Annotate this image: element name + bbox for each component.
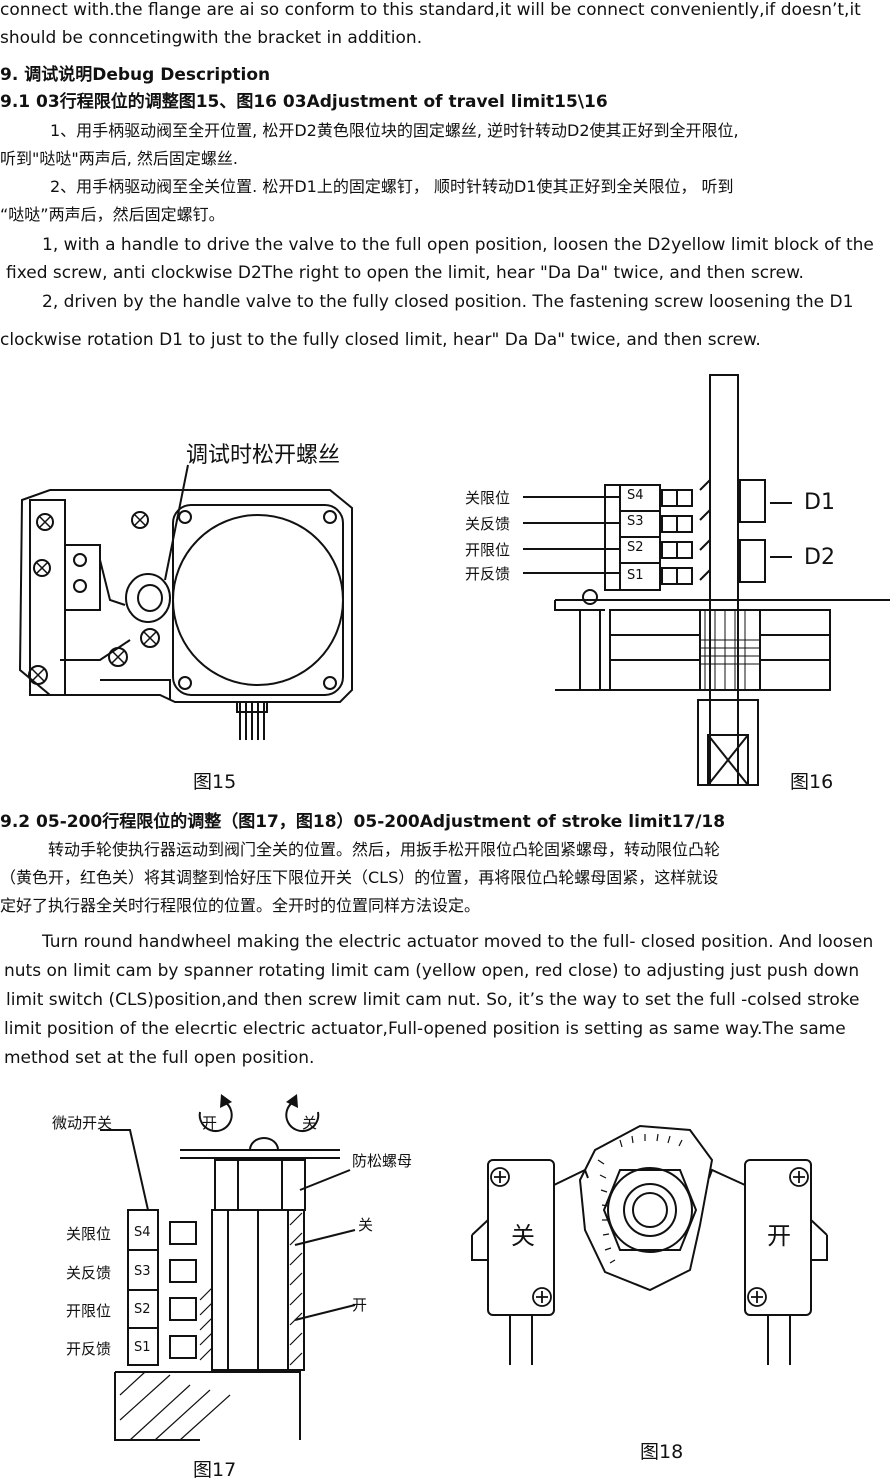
para-zh1-line2: 听到"哒哒"两声后, 然后固定螺丝. — [0, 149, 238, 168]
fig17-switch-s2: S2 — [134, 1302, 151, 1317]
para-en3-line3: limit switch (CLS)position,and then scre… — [6, 990, 860, 1010]
para-en3-line4: limit position of the elecrtic electric … — [4, 1019, 846, 1039]
para-zh3-line2: （黄色开，红色关）将其调整到恰好压下限位开关（CLS）的位置，再将限位凸轮螺母固… — [0, 868, 719, 887]
fig18-label-close-switch: 关 — [511, 1222, 535, 1250]
heading-9: 9. 调试说明Debug Description — [0, 65, 271, 85]
para-en1-line2: fixed screw, anti clockwise D2The right … — [6, 263, 804, 283]
para-zh3-line3: 定好了执行器全关时行程限位的位置。全开时的位置同样方法设定。 — [0, 896, 481, 915]
para-en1-line1: 1, with a handle to drive the valve to t… — [42, 235, 874, 255]
para-zh2-line1: 2、用手柄驱动阀至全关位置. 松开D1上的固定螺钉， 顺时针转动D1使其正好到全… — [50, 177, 734, 196]
fig18-caption: 图18 — [640, 1441, 684, 1463]
para-en3-line1: Turn round handwheel making the electric… — [42, 932, 874, 952]
fig16-switch-s2: S2 — [627, 540, 644, 555]
fig16-label-d2: D2 — [804, 545, 835, 570]
fig16-switch-s4: S4 — [627, 488, 644, 503]
fig16-label-open-feedback: 开反馈 — [465, 565, 511, 583]
fig16-switch-s3: S3 — [627, 514, 644, 529]
fig15-caption: 图15 — [193, 771, 237, 793]
fig17-switch-s1: S1 — [134, 1340, 151, 1355]
para-en2-line2: clockwise rotation D1 to just to the ful… — [0, 330, 761, 350]
heading-9-2: 9.2 05-200行程限位的调整（图17，图18）05-200Adjustme… — [0, 812, 726, 832]
fig17-switch-s4: S4 — [134, 1225, 151, 1240]
fig15-callout: 调试时松开螺丝 — [186, 443, 341, 468]
fig17-label-open: 开 — [352, 1296, 368, 1314]
para-en3-line2: nuts on limit cam by spanner rotating li… — [4, 961, 860, 981]
para-zh1-line1: 1、用手柄驱动阀至全开位置, 松开D2黄色限位块的固定螺丝, 逆时针转动D2使其… — [50, 121, 739, 140]
fig17-label-locknut: 防松螺母 — [352, 1152, 413, 1170]
fig16-switch-s1: S1 — [627, 568, 644, 583]
fig17-label-close: 关 — [358, 1216, 374, 1234]
para-intro-line2: should be conncetingwith the bracket in … — [0, 28, 423, 48]
fig16-label-open-limit: 开限位 — [465, 541, 511, 559]
para-en2-line1: 2, driven by the handle valve to the ful… — [42, 292, 854, 312]
para-en3-line5: method set at the full open position. — [4, 1048, 315, 1068]
fig17-switch-s3: S3 — [134, 1264, 151, 1279]
fig17-label-open-feedback: 开反馈 — [66, 1340, 112, 1358]
para-zh2-line2: “哒哒”两声后，然后固定螺钉。 — [0, 205, 225, 224]
fig17-caption: 图17 — [193, 1459, 237, 1481]
fig16-label-close-limit: 关限位 — [465, 489, 511, 507]
fig17-label-close-feedback: 关反馈 — [66, 1264, 112, 1282]
fig17-arrow-open: 开 — [202, 1114, 218, 1132]
fig16-label-close-feedback: 关反馈 — [465, 515, 511, 533]
fig17-label-close-limit: 关限位 — [66, 1225, 112, 1243]
para-zh3-line1: 转动手轮使执行器运动到阀门全关的位置。然后，用扳手松开限位凸轮固紧螺母，转动限位… — [48, 840, 721, 859]
fig17-label-microswitch: 微动开关 — [52, 1114, 113, 1132]
heading-9-1: 9.1 03行程限位的调整图15、图16 03Adjustment of tra… — [0, 92, 608, 112]
fig16-caption: 图16 — [790, 771, 834, 793]
fig17-label-open-limit: 开限位 — [66, 1302, 112, 1320]
para-intro-line1: connect with.the flange are ai so confor… — [0, 0, 861, 20]
fig17-arrow-close: 关 — [302, 1114, 318, 1132]
fig18-label-open-switch: 开 — [767, 1222, 791, 1250]
fig16-label-d1: D1 — [804, 490, 835, 515]
